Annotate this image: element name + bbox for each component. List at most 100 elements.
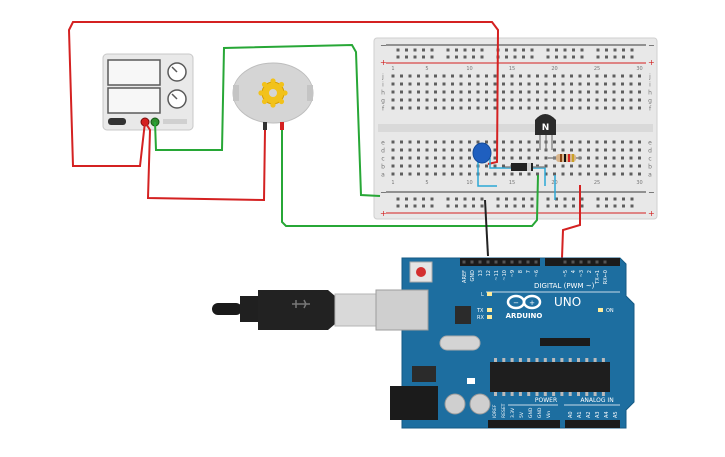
breadboard-hole[interactable] [544, 90, 548, 94]
motor-terminal-right[interactable] [280, 122, 284, 130]
breadboard-hole[interactable] [536, 164, 539, 168]
breadboard-hole[interactable] [468, 140, 471, 144]
rail-hole[interactable] [455, 197, 458, 201]
breadboard-hole[interactable] [400, 164, 403, 168]
breadboard-hole[interactable] [536, 156, 539, 160]
header-pin[interactable] [470, 260, 474, 264]
breadboard-hole[interactable] [519, 156, 522, 160]
rail-hole[interactable] [546, 204, 550, 208]
usb-cable[interactable] [212, 290, 380, 330]
breadboard-hole[interactable] [578, 148, 582, 152]
breadboard-hole[interactable] [519, 74, 522, 78]
rail-hole[interactable] [396, 204, 400, 208]
digital-header-left[interactable] [460, 258, 540, 266]
breadboard-hole[interactable] [425, 164, 429, 168]
transistor[interactable]: N [535, 114, 556, 150]
breadboard-hole[interactable] [578, 140, 582, 144]
breadboard-hole[interactable] [451, 106, 454, 110]
breadboard-hole[interactable] [612, 74, 616, 78]
breadboard-hole[interactable] [536, 74, 539, 78]
breadboard-hole[interactable] [408, 82, 412, 86]
rail-hole[interactable] [613, 204, 617, 208]
breadboard-hole[interactable] [468, 106, 471, 110]
breadboard-hole[interactable] [519, 106, 522, 110]
breadboard-hole[interactable] [425, 98, 429, 102]
header-pin[interactable] [526, 260, 530, 264]
analog-header[interactable] [565, 420, 620, 428]
breadboard-hole[interactable] [434, 98, 437, 102]
breadboard-hole[interactable] [536, 106, 539, 110]
breadboard-hole[interactable] [442, 172, 446, 176]
breadboard-hole[interactable] [595, 74, 599, 78]
breadboard-hole[interactable] [502, 164, 505, 168]
power-header[interactable] [488, 420, 560, 428]
breadboard-hole[interactable] [604, 98, 607, 102]
breadboard-hole[interactable] [417, 172, 420, 176]
breadboard-hole[interactable] [629, 74, 633, 78]
breadboard-hole[interactable] [476, 74, 480, 78]
breadboard-hole[interactable] [570, 172, 573, 176]
breadboard-hole[interactable] [485, 98, 488, 102]
breadboard-hole[interactable] [621, 106, 624, 110]
breadboard-hole[interactable] [408, 148, 412, 152]
breadboard-hole[interactable] [570, 106, 573, 110]
rail-hole[interactable] [480, 204, 484, 208]
breadboard-hole[interactable] [578, 90, 582, 94]
breadboard-hole[interactable] [595, 148, 599, 152]
dc-power-supply[interactable] [102, 53, 194, 131]
rail-hole[interactable] [472, 204, 475, 208]
rail-hole[interactable] [622, 55, 625, 59]
breadboard-hole[interactable] [434, 164, 437, 168]
breadboard-hole[interactable] [612, 148, 616, 152]
breadboard-hole[interactable] [451, 172, 454, 176]
rail-hole[interactable] [530, 48, 534, 52]
breadboard-hole[interactable] [510, 148, 514, 152]
breadboard-hole[interactable] [434, 82, 437, 86]
header-pin[interactable] [603, 260, 607, 264]
breadboard-hole[interactable] [536, 90, 539, 94]
breadboard-hole[interactable] [417, 148, 420, 152]
rail-hole[interactable] [405, 55, 408, 59]
rail-hole[interactable] [563, 197, 567, 201]
rail-holes-top[interactable] [396, 48, 634, 59]
breadboard-hole[interactable] [408, 140, 412, 144]
breadboard-hole[interactable] [485, 140, 488, 144]
header-pin[interactable] [563, 260, 567, 264]
breadboard-hole[interactable] [527, 172, 531, 176]
rail-hole[interactable] [530, 55, 534, 59]
header-pin[interactable] [518, 260, 522, 264]
breadboard-hole[interactable] [595, 90, 599, 94]
reset-button[interactable] [416, 267, 426, 277]
breadboard-hole[interactable] [468, 164, 471, 168]
breadboard-hole[interactable] [612, 164, 616, 168]
rail-hole[interactable] [613, 197, 617, 201]
breadboard-hole[interactable] [621, 164, 624, 168]
breadboard-hole[interactable] [400, 98, 403, 102]
rail-hole[interactable] [430, 48, 434, 52]
rail-hole[interactable] [472, 197, 475, 201]
breadboard-hole[interactable] [434, 148, 437, 152]
breadboard-hole[interactable] [468, 74, 471, 78]
rail-hole[interactable] [530, 197, 534, 201]
rail-hole[interactable] [605, 55, 608, 59]
rail-hole[interactable] [496, 204, 500, 208]
rail-hole[interactable] [622, 197, 625, 201]
breadboard-hole[interactable] [476, 90, 480, 94]
breadboard-hole[interactable] [561, 90, 565, 94]
breadboard-hole[interactable] [587, 172, 590, 176]
breadboard-hole[interactable] [493, 106, 497, 110]
breadboard-hole[interactable] [459, 90, 463, 94]
breadboard-hole[interactable] [527, 106, 531, 110]
rail-hole[interactable] [555, 197, 558, 201]
breadboard-hole[interactable] [425, 148, 429, 152]
rail-hole[interactable] [513, 204, 517, 208]
breadboard-hole[interactable] [612, 156, 616, 160]
breadboard-hole[interactable] [604, 148, 607, 152]
icsp-header[interactable] [540, 338, 590, 346]
breadboard-hole[interactable] [391, 172, 395, 176]
breadboard-hole[interactable] [629, 82, 633, 86]
breadboard-hole[interactable] [451, 74, 454, 78]
breadboard-hole[interactable] [638, 82, 641, 86]
breadboard-hole[interactable] [604, 164, 607, 168]
